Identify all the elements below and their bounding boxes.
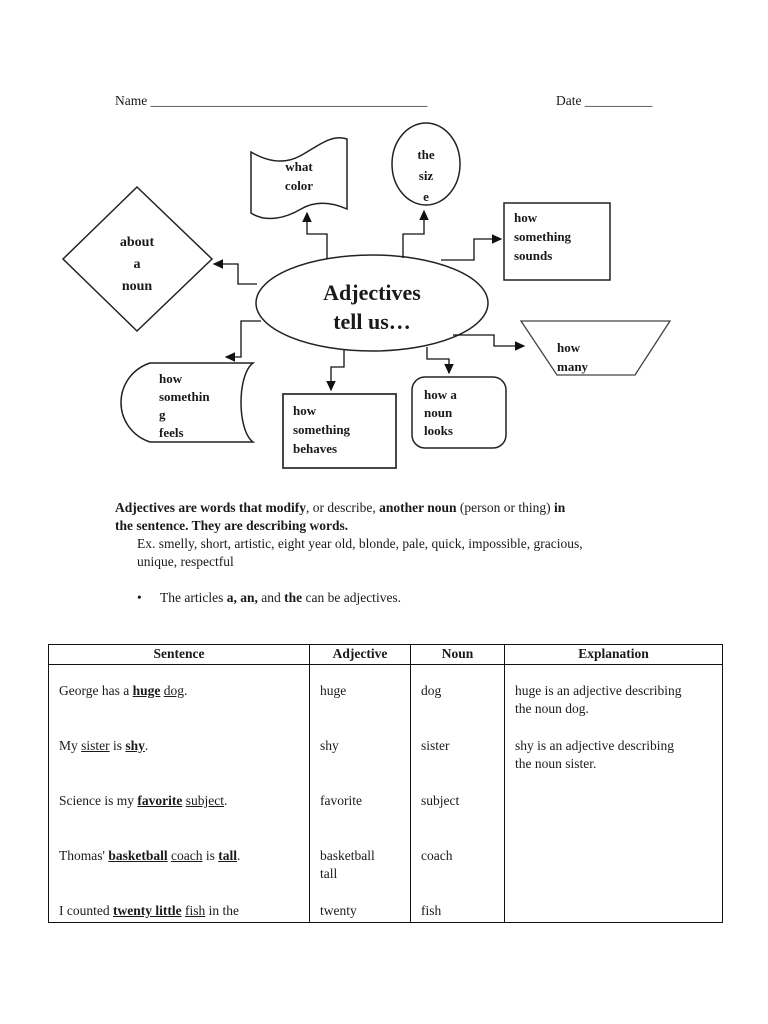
how-something-behaves-shape xyxy=(282,393,397,469)
adjective-practice-table: Sentence Adjective Noun Explanation Geor… xyxy=(48,644,723,923)
how-something-feels-shape xyxy=(120,362,256,443)
column-header-explanation: Explanation xyxy=(578,646,649,661)
connector-how-a-noun-looks xyxy=(426,347,454,375)
bullet-icon: • xyxy=(137,590,142,605)
noun-cell: dog xyxy=(421,683,442,698)
adjective-cell: favorite xyxy=(320,793,362,808)
date-field: Date __________ xyxy=(556,93,652,109)
definition-segment: (person or thing) xyxy=(456,500,554,515)
about-a-noun-label: about a noun xyxy=(119,235,155,294)
explanation-cell: shy is an adjective describing the noun … xyxy=(515,738,674,771)
center-ellipse-shape xyxy=(255,254,489,352)
column-header-adjective: Adjective xyxy=(310,645,411,664)
name-blank-line: ________________________________________… xyxy=(150,93,428,108)
column-header-noun: Noun xyxy=(411,645,505,664)
definition-paragraph: Adjectives are words that modify, or des… xyxy=(115,499,667,535)
noun-cell: subject xyxy=(421,793,460,808)
name-label: Name xyxy=(115,93,148,108)
name-field: Name ___________________________________… xyxy=(115,93,427,109)
noun-cell: fish xyxy=(421,903,442,918)
definition-segment: another noun xyxy=(379,500,457,515)
noun-cell: sister xyxy=(421,738,450,753)
adjective-cell: basketball tall xyxy=(320,848,375,881)
connector-about-a-noun xyxy=(212,259,257,285)
about-a-noun-shape xyxy=(61,185,214,333)
column-header-sentence: Sentence xyxy=(49,645,310,664)
adjectives-mind-map xyxy=(61,122,672,469)
definition-segment: in xyxy=(553,500,566,515)
definition-segment: Adjectives are words that modify xyxy=(115,500,306,515)
connector-how-something-sounds xyxy=(441,234,503,261)
what-color-shape xyxy=(250,136,348,220)
connector-how-something-behaves xyxy=(326,350,345,392)
what-color-label: what color xyxy=(284,159,314,193)
explanation-column: huge is an adjective describing the noun… xyxy=(505,665,722,922)
articles-bullet-item: • The articles a, an, and the can be adje… xyxy=(137,589,657,607)
adjective-cell: shy xyxy=(320,738,339,753)
connector-the-size xyxy=(402,209,429,258)
how-something-sounds-label: how something sounds xyxy=(514,210,572,263)
definition-segment: , or describe, xyxy=(305,500,380,515)
the-size-label: the siz e xyxy=(417,147,435,204)
how-many-shape xyxy=(519,320,672,376)
sentence-column: George has a huge dog. My sister is shy.… xyxy=(49,665,310,922)
bullet-segment: and xyxy=(257,590,285,605)
adjective-cell: twenty xyxy=(320,903,357,918)
sentence-cell: I counted twenty little fish in the xyxy=(59,903,239,918)
examples-line: Ex. smelly, short, artistic, eight year … xyxy=(137,536,583,569)
bullet-segment: can be adjectives. xyxy=(302,590,402,605)
sentence-cell: Science is my favorite subject. xyxy=(59,793,228,808)
table-body-row: George has a huge dog. My sister is shy.… xyxy=(49,665,722,922)
connector-what-color xyxy=(302,211,328,259)
how-something-behaves-label: how something behaves xyxy=(293,403,351,456)
the-size-shape xyxy=(391,122,461,206)
connector-how-many xyxy=(453,334,526,351)
bullet-segment: The articles xyxy=(160,590,227,605)
bullet-segment: the xyxy=(284,590,303,605)
connector-how-something-feels xyxy=(224,320,261,362)
adjective-cell: huge xyxy=(320,683,347,698)
bullet-segment: a, an, xyxy=(226,590,258,605)
sentence-cell: My sister is shy. xyxy=(59,738,149,753)
definition-segment: the sentence. They are describing words. xyxy=(115,518,349,533)
how-something-sounds-shape xyxy=(503,202,611,281)
adjective-column: huge shy favorite basketball tall twenty xyxy=(310,665,411,922)
noun-column: dog sister subject coach fish xyxy=(411,665,505,922)
sentence-cell: Thomas' basketball coach is tall. xyxy=(59,848,241,863)
sentence-cell: George has a huge dog. xyxy=(59,683,188,698)
how-many-label: how many xyxy=(557,340,589,374)
table-header-row: Sentence Adjective Noun Explanation xyxy=(49,645,722,665)
how-a-noun-looks-label: how a noun looks xyxy=(424,387,457,438)
how-a-noun-looks-shape xyxy=(411,376,507,449)
center-ellipse-label: Adjectives tell us… xyxy=(323,280,421,334)
noun-cell: coach xyxy=(421,848,453,863)
date-label: Date xyxy=(556,93,582,108)
explanation-cell: huge is an adjective describing the noun… xyxy=(515,683,682,716)
date-blank-line: __________ xyxy=(584,93,653,108)
how-something-feels-label: how somethin g feels xyxy=(159,371,210,440)
